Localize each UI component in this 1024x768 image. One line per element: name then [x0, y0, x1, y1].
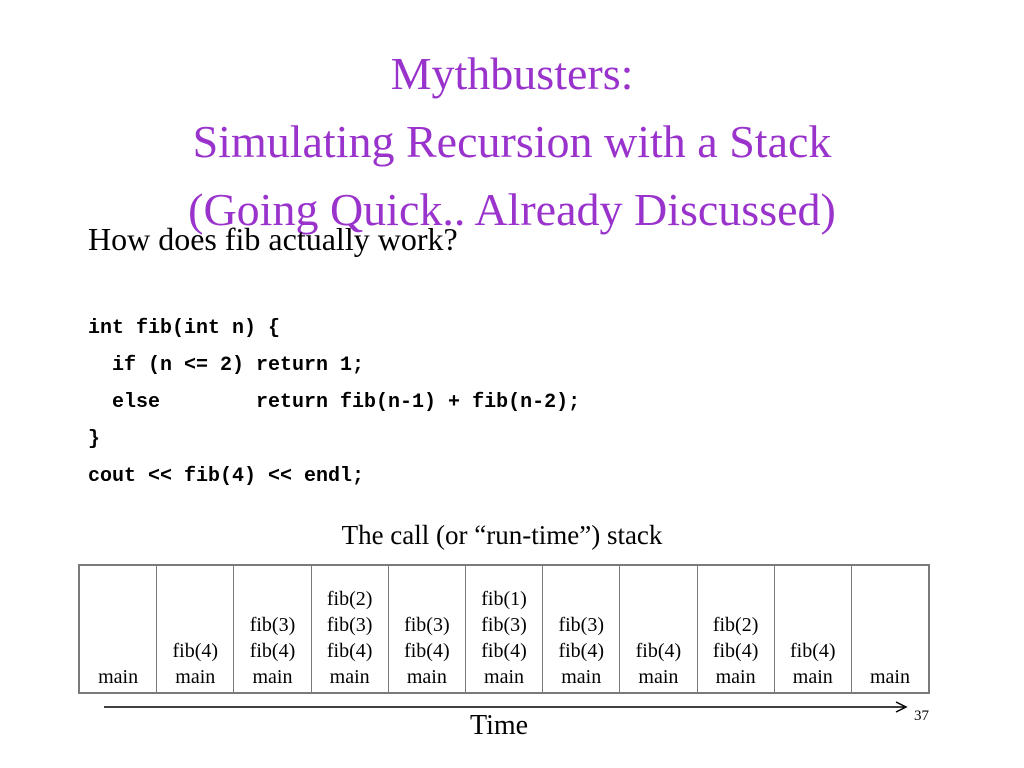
- time-label: Time: [470, 710, 529, 741]
- stack-frame: fib(4): [404, 640, 450, 662]
- stack-frame: main: [406, 666, 447, 688]
- stack-snapshot: main: [852, 566, 928, 692]
- stack-frame: main: [252, 666, 293, 688]
- stack-frame: main: [792, 666, 833, 688]
- stack-snapshot: fib(1) fib(3) fib(4) main: [466, 566, 544, 692]
- code-line: if (n <= 2) return 1;: [88, 354, 365, 377]
- code-line: int fib(int n) {: [88, 317, 281, 340]
- stack-frame: fib(4): [635, 640, 682, 662]
- stack-frame: fib(3): [249, 614, 296, 636]
- stack-snapshot: fib(3) fib(4) main: [234, 566, 312, 692]
- stack-frame: main: [329, 666, 370, 688]
- stack-caption: The call (or “run-time”) stack: [341, 520, 663, 550]
- stack-frame: main: [175, 666, 216, 688]
- stack-frame: main: [638, 666, 679, 688]
- question-text: How does fib actually work?: [88, 221, 458, 257]
- stack-snapshot: fib(4) main: [620, 566, 698, 692]
- title-line-2: Simulating Recursion with a Stack: [192, 116, 832, 167]
- time-arrow: [104, 701, 908, 713]
- stack-frame: fib(4): [481, 640, 527, 662]
- stack-frame: fib(4): [712, 640, 759, 662]
- stack-frame: main: [484, 666, 525, 688]
- stack-snapshot: fib(2) fib(3) fib(4) main: [312, 566, 389, 692]
- stack-frame: fib(4): [249, 640, 296, 662]
- stack-frame: fib(2): [326, 588, 373, 610]
- stack-snapshot: fib(3) fib(4) main: [543, 566, 621, 692]
- stack-frame: main: [98, 666, 139, 688]
- stack-frame: fib(4): [326, 640, 373, 662]
- code-block: int fib(int n) { if (n <= 2) return 1; e…: [88, 310, 580, 495]
- code-line: }: [88, 428, 101, 451]
- stack-frame: fib(2): [712, 614, 759, 636]
- stack-frame: fib(4): [790, 640, 836, 662]
- stack-snapshot: fib(3) fib(4) main: [389, 566, 466, 692]
- stack-frame: main: [869, 666, 910, 688]
- stack-frame: fib(4): [172, 640, 219, 662]
- code-line: else return fib(n-1) + fib(n-2);: [88, 391, 581, 414]
- stack-frame: fib(3): [481, 614, 527, 636]
- slide-title: Mythbusters: Simulating Recursion with a…: [0, 40, 1024, 244]
- stack-frame: main: [715, 666, 756, 688]
- code-line: cout << fib(4) << endl;: [88, 465, 365, 488]
- stack-frame: main: [561, 666, 602, 688]
- stack-frame: fib(3): [558, 614, 604, 636]
- stack-frame: fib(3): [404, 614, 450, 636]
- page-number: 37: [914, 708, 929, 724]
- stack-frame: fib(4): [558, 640, 604, 662]
- title-line-1: Mythbusters:: [390, 48, 634, 99]
- stack-snapshot: main: [80, 566, 158, 692]
- stack-frame: fib(3): [326, 614, 373, 636]
- stack-snapshot: fib(2) fib(4) main: [698, 566, 775, 692]
- stack-snapshot: fib(4) main: [157, 566, 235, 692]
- stack-frame: fib(1): [481, 588, 527, 610]
- stack-snapshot: fib(4) main: [775, 566, 852, 692]
- title-line-3: (Going Quick.. Already Discussed): [188, 184, 836, 235]
